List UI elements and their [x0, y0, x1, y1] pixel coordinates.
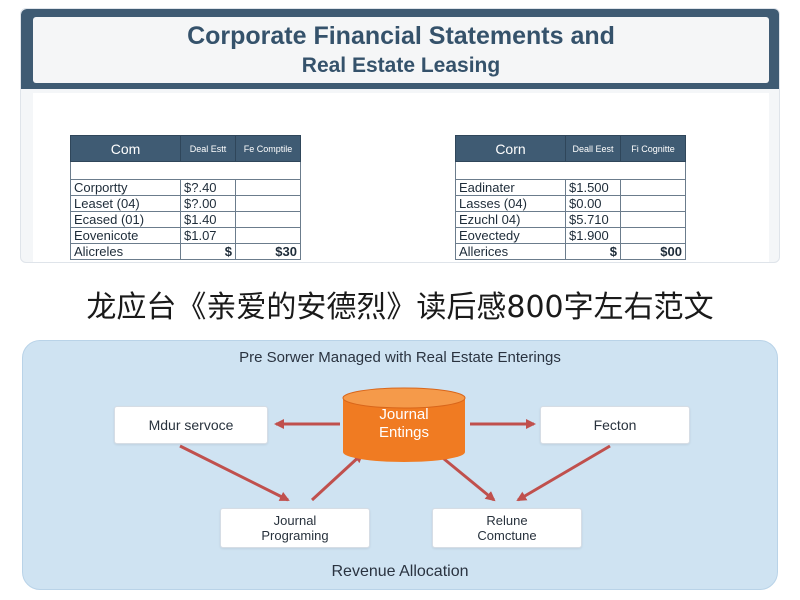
table-cell: Lasses (04)	[455, 195, 566, 212]
table-cell: Ezuchl 04)	[455, 211, 566, 228]
table-cell: Alicreles	[70, 243, 181, 260]
node-label-line2: Programing	[261, 528, 329, 543]
table-spacer	[70, 161, 301, 180]
column-header: Corn	[455, 135, 566, 162]
database-cylinder-icon	[342, 387, 466, 462]
table-cell: $	[565, 243, 621, 260]
table-total-row: Allerices $ $00	[455, 243, 686, 260]
node-label-line1: Relune	[486, 513, 528, 528]
table-row: Lasses (04) $0.00	[455, 195, 686, 212]
financial-table-right: Corn Deall Eest Fi Cognitte Eadinater $1…	[455, 135, 686, 260]
table-row: Corportty $?.40	[70, 179, 301, 196]
arrow-left-to-bottom-left	[179, 444, 290, 502]
table-header-row: Com Deal Estt Fe Comptile	[70, 135, 301, 162]
financial-table-left: Com Deal Estt Fe Comptile Corportty $?.4…	[70, 135, 301, 260]
table-cell: $	[180, 243, 236, 260]
diagram-title: Pre Sorwer Managed with Real Estate Ente…	[239, 349, 561, 366]
page-subtitle: Real Estate Leasing	[301, 54, 501, 77]
table-row: Ecased (01) $1.40	[70, 211, 301, 228]
table-cell	[235, 179, 301, 196]
node-label-line2: Comctune	[477, 528, 537, 543]
column-header: Fe Comptile	[235, 135, 301, 162]
diagram-footer: Revenue Allocation	[331, 563, 469, 580]
table-row: Ezuchl 04) $5.710	[455, 211, 686, 228]
node-mdur-service: Mdur servoce	[114, 406, 268, 444]
table-cell: $00	[620, 243, 686, 260]
table-cell	[235, 227, 301, 244]
arrow-bottom-left-to-center	[310, 452, 364, 502]
database-label-line1: Journal	[379, 406, 429, 423]
database-label: Journal Entings	[343, 404, 465, 444]
table-cell	[620, 179, 686, 196]
page-title: Corporate Financial Statements and	[187, 22, 615, 50]
table-row: Eovenicote $1.07	[70, 227, 301, 244]
table-cell	[235, 195, 301, 212]
table-header-row: Corn Deall Eest Fi Cognitte	[455, 135, 686, 162]
table-cell: Corportty	[70, 179, 181, 196]
title-box: Corporate Financial Statements and Real …	[33, 17, 769, 83]
node-journal-programing: Journal Programing	[220, 508, 370, 548]
column-header: Deal Estt	[180, 135, 236, 162]
table-cell: $5.710	[565, 211, 621, 228]
table-spacer	[455, 161, 686, 180]
table-total-row: Alicreles $ $30	[70, 243, 301, 260]
table-cell: $1.07	[180, 227, 236, 244]
table-cell	[620, 195, 686, 212]
arrow-right-to-bottom-right	[516, 444, 611, 502]
arrow-center-to-bottom-right	[437, 452, 496, 502]
article-headline: 龙应台《亲爱的安德烈》读后感800字左右范文	[86, 290, 714, 325]
table-cell: $?.00	[180, 195, 236, 212]
diagram-canvas	[179, 387, 611, 502]
column-header: Fi Cognitte	[620, 135, 686, 162]
title-banner: Corporate Financial Statements and Real …	[21, 9, 779, 89]
table-row: Eadinater $1.500	[455, 179, 686, 196]
node-relune-comctune: Relune Comctune	[432, 508, 582, 548]
table-cell: Ecased (01)	[70, 211, 181, 228]
table-cell: $30	[235, 243, 301, 260]
table-cell: $?.40	[180, 179, 236, 196]
table-cell: $0.00	[565, 195, 621, 212]
table-row: Leaset (04) $?.00	[70, 195, 301, 212]
table-cell: Allerices	[455, 243, 566, 260]
database-label-line2: Entings	[378, 424, 430, 441]
table-cell	[620, 227, 686, 244]
node-fecton: Fecton	[540, 406, 690, 444]
diagram-panel	[22, 340, 778, 590]
table-cell: $1.500	[565, 179, 621, 196]
table-row: Eovectedy $1.900	[455, 227, 686, 244]
column-header: Com	[70, 135, 181, 162]
table-cell: $1.40	[180, 211, 236, 228]
table-cell: Leaset (04)	[70, 195, 181, 212]
table-cell: Eovenicote	[70, 227, 181, 244]
table-cell: Eovectedy	[455, 227, 566, 244]
node-label-line1: Journal	[273, 513, 317, 528]
column-header: Deall Eest	[565, 135, 621, 162]
table-cell	[620, 211, 686, 228]
table-cell: $1.900	[565, 227, 621, 244]
table-cell	[235, 211, 301, 228]
table-cell: Eadinater	[455, 179, 566, 196]
